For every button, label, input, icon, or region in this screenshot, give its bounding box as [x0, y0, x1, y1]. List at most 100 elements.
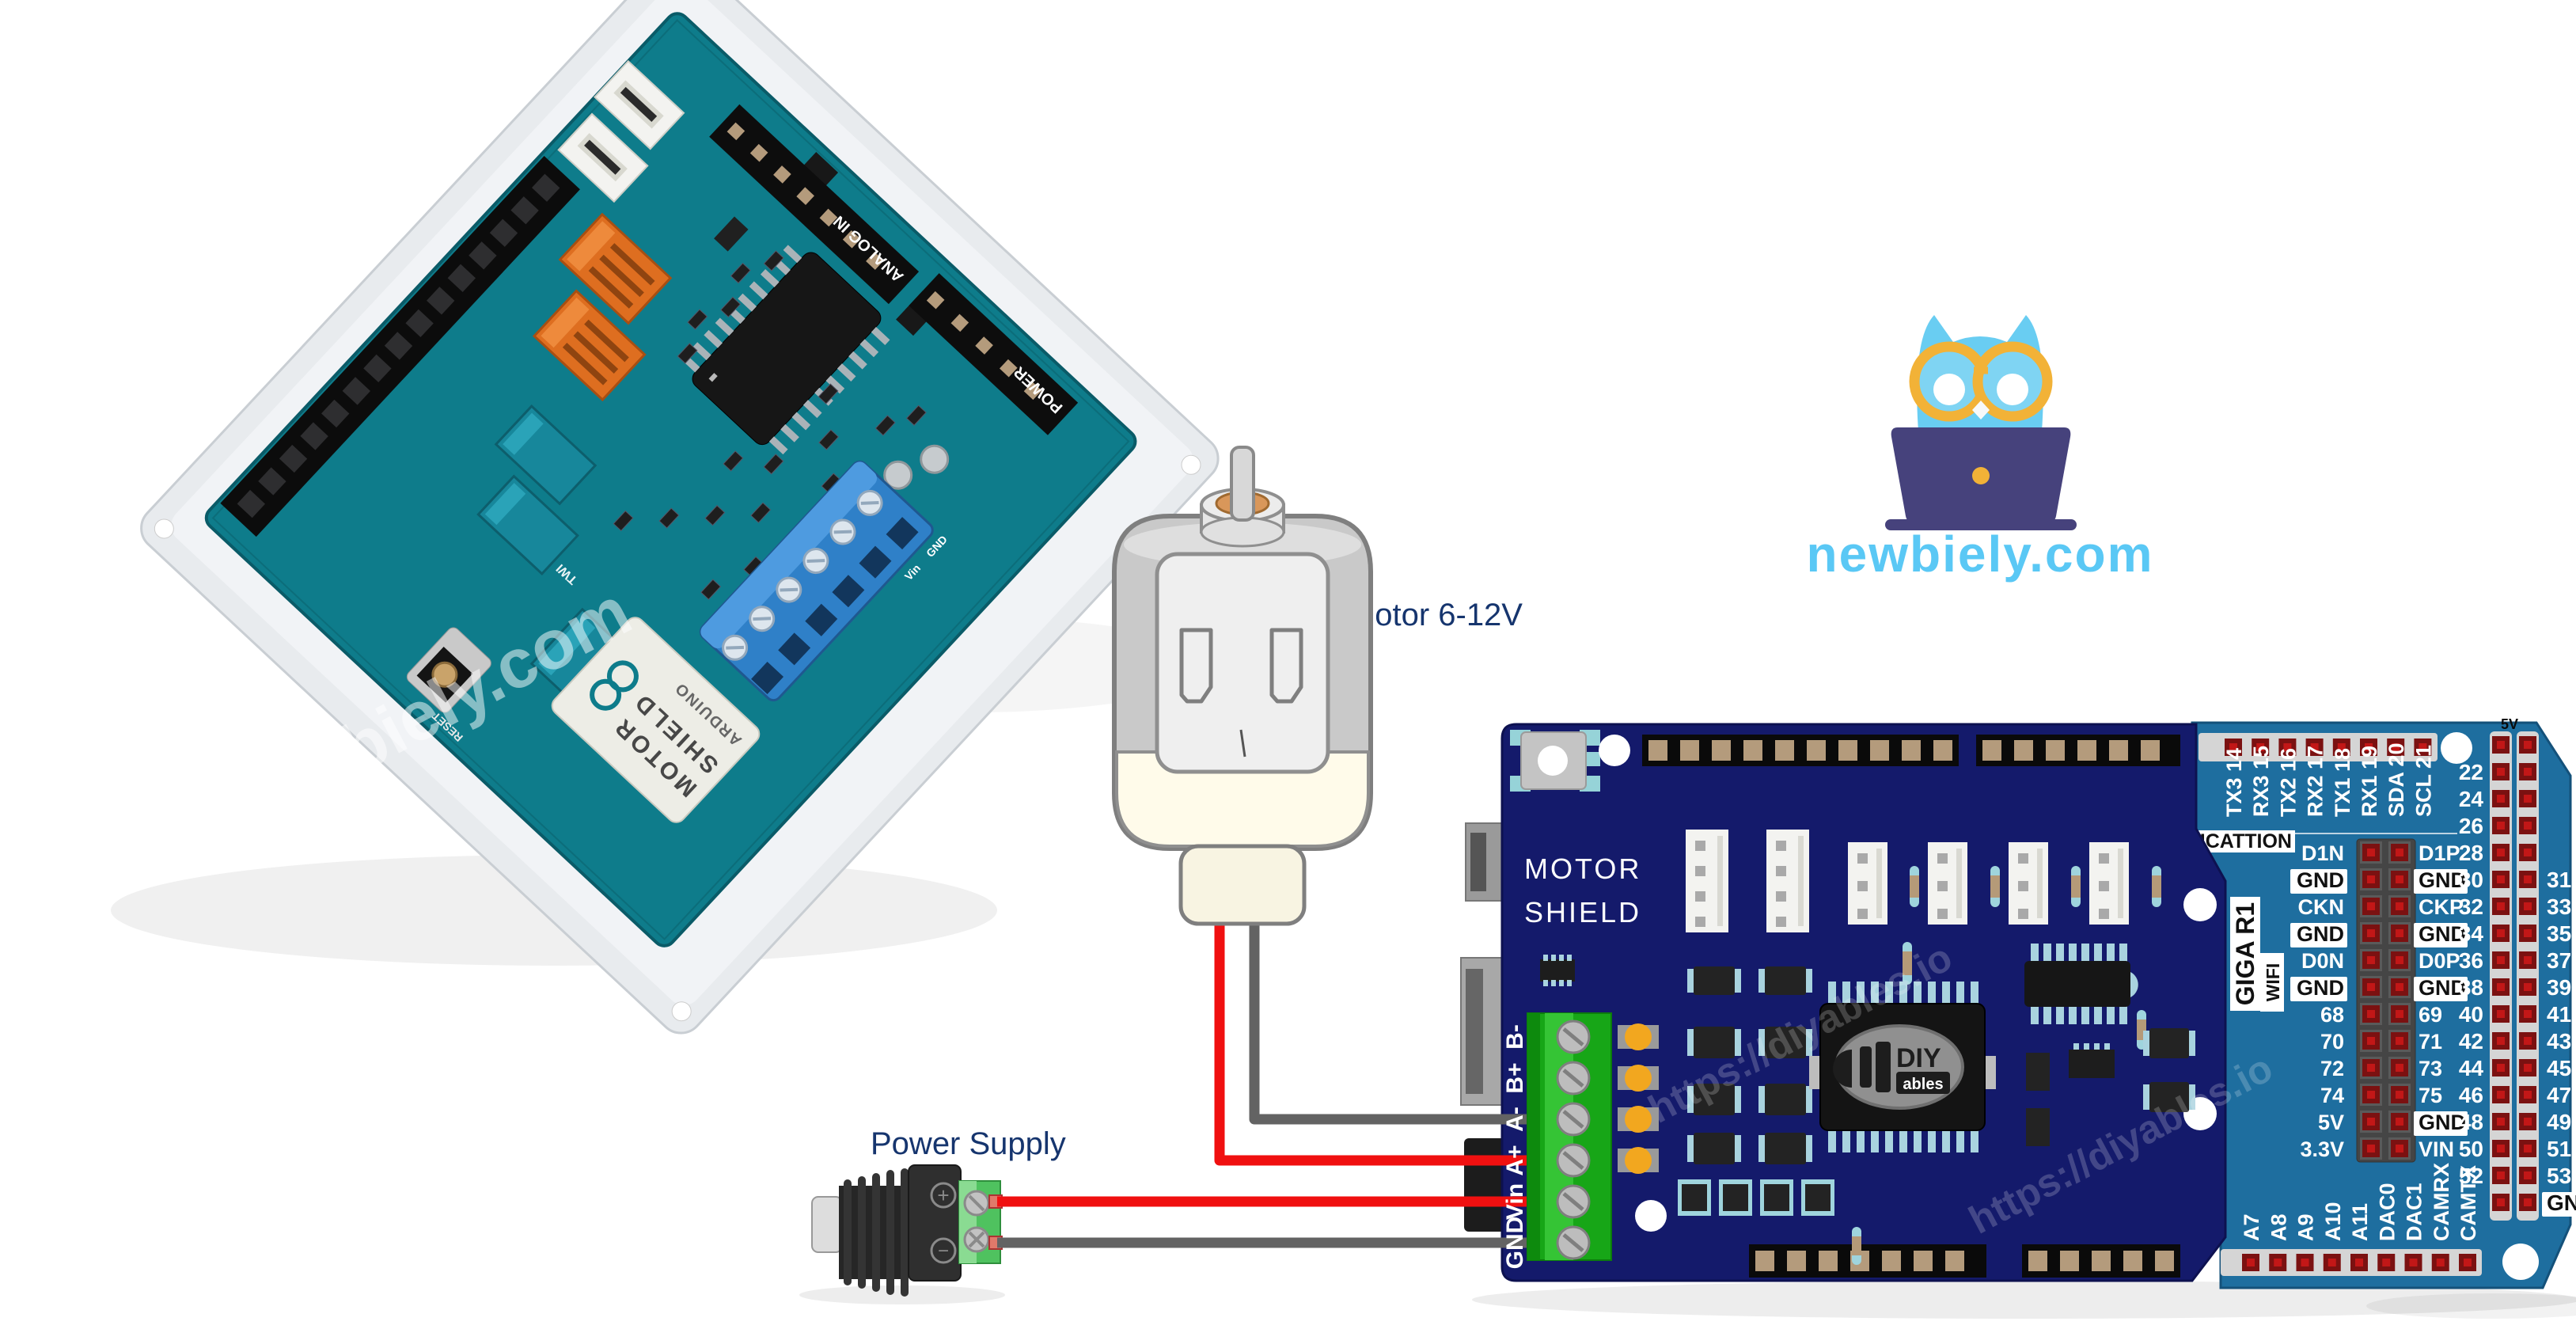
pin-label: Vin	[1502, 1183, 1528, 1220]
psu-plug-tip	[811, 1196, 843, 1253]
motor-scratch	[1239, 729, 1246, 758]
chip-logo-glyph	[1833, 1050, 1852, 1088]
small-ic	[714, 216, 749, 252]
pin-label: 46	[2459, 1083, 2483, 1107]
wifi-label-box	[2260, 953, 2284, 1012]
wires	[997, 920, 1535, 1248]
chip-tab	[1983, 1056, 1996, 1089]
pin-label: 28	[2459, 841, 2483, 865]
gnd-label-box	[2414, 977, 2468, 1001]
pin-label: 41	[2547, 1002, 2571, 1027]
giga-center-pads	[2360, 841, 2411, 1160]
capacitor	[920, 444, 950, 474]
owl-eye-left	[1933, 374, 1965, 405]
pin-label: D1P	[2419, 841, 2460, 865]
pin-label: A9	[2294, 1213, 2318, 1241]
arduino-label: ARDUINO MOTOR SHIELD	[551, 617, 761, 823]
driver-chip	[681, 245, 890, 455]
giga-odd-pin-numbers: 313335373941434547495153GND	[2542, 868, 2576, 1217]
motor-slot-left	[1179, 628, 1213, 704]
orange-connector	[532, 289, 647, 402]
pin-label: TX2 16	[2276, 748, 2300, 817]
gnd-label-box	[2414, 1111, 2468, 1136]
pin-label: RX3 15	[2249, 746, 2273, 817]
pin-label: B-	[1502, 1024, 1528, 1050]
pin-label: GND	[2297, 868, 2344, 892]
pin-label: 74	[2320, 1084, 2344, 1107]
pin-label: D0P	[2419, 949, 2460, 973]
giga-right-pads	[2492, 736, 2536, 1211]
dc-jack-protrusion	[1464, 1138, 1507, 1232]
pin-label: 71	[2419, 1030, 2442, 1054]
pin-label: 52	[2459, 1164, 2483, 1188]
teal-pcb	[204, 12, 1137, 947]
pin-label: DAC0	[2375, 1183, 2399, 1241]
motor-front-face	[1155, 552, 1330, 774]
shield-silk-motor: MOTOR	[1524, 852, 1641, 885]
chip-logo-small-box	[1896, 1072, 1950, 1094]
pin-label: SDA 20	[2384, 742, 2408, 817]
dc-motor	[1112, 446, 1373, 926]
pin-label: 26	[2459, 814, 2483, 838]
pin-label: A10	[2321, 1202, 2345, 1241]
pin-label: 48	[2459, 1110, 2483, 1134]
pin-label: GND	[2547, 1190, 2576, 1215]
gnd-label-box	[2290, 977, 2347, 1001]
psu-jack-body	[908, 1164, 962, 1282]
pin-label: 40	[2459, 1002, 2483, 1027]
white-connector	[557, 112, 649, 203]
wifi-label: WIFI	[2263, 963, 2283, 1002]
pin-label: B+	[1502, 1062, 1528, 1093]
pin-label: 30	[2459, 868, 2483, 892]
pin-label: GND	[2297, 922, 2344, 946]
pin-label: D1N	[2301, 841, 2344, 865]
acrylic-hole	[154, 518, 174, 539]
motor-end-cap	[1178, 844, 1307, 926]
pin-label: A7	[2240, 1213, 2263, 1241]
power-supply-caption: Power Supply	[871, 1126, 1066, 1161]
pin-label: 22	[2459, 760, 2483, 784]
giga-hole-top	[2441, 732, 2472, 764]
pin-label: 36	[2459, 948, 2483, 973]
acrylic-hole	[1181, 454, 1201, 475]
pin-label: A11	[2348, 1203, 2372, 1241]
pin-label: CKP	[2419, 895, 2464, 919]
pin-label: GND	[1502, 1217, 1528, 1270]
motor-shaft	[1230, 446, 1255, 522]
pin-label: GND	[2419, 1111, 2466, 1134]
pin-label: 32	[2459, 894, 2483, 919]
pin-label: 31	[2547, 868, 2571, 892]
pin-label: 42	[2459, 1029, 2483, 1054]
pin-label: CAMTX	[2456, 1165, 2480, 1241]
shield-hole	[2183, 888, 2217, 921]
pin-label: A+	[1502, 1145, 1528, 1175]
motor-collar-bottom	[1200, 516, 1285, 548]
model-label-box	[2230, 897, 2260, 1011]
pin-label: 73	[2419, 1057, 2442, 1080]
pin-label: 50	[2459, 1137, 2483, 1161]
pin-label: 24	[2459, 787, 2484, 811]
pin-label: 43	[2547, 1029, 2571, 1054]
gnd-label-box	[2542, 1192, 2576, 1217]
giga-bottom-pads	[2242, 1254, 2476, 1271]
model-label: GIGA R1	[2231, 902, 2259, 1005]
logo-text: newbiely.com	[1807, 526, 2154, 583]
gnd-label-box	[2414, 869, 2468, 894]
pin-label: 44	[2459, 1056, 2484, 1080]
blue-screw-terminal	[699, 460, 934, 702]
pin-label: A8	[2267, 1213, 2290, 1241]
shield-hole	[1635, 1200, 1667, 1232]
comm-label-box	[2194, 830, 2295, 852]
arduino-motor-shield-photo: TWI RESET	[111, 0, 1220, 1035]
pin-label: 49	[2547, 1110, 2571, 1134]
pin-label: SCL 21	[2411, 745, 2435, 817]
pin-label: DAC1	[2403, 1183, 2426, 1241]
chip-logo-small: ables	[1903, 1076, 1943, 1093]
gnd-label-box	[2290, 923, 2347, 947]
